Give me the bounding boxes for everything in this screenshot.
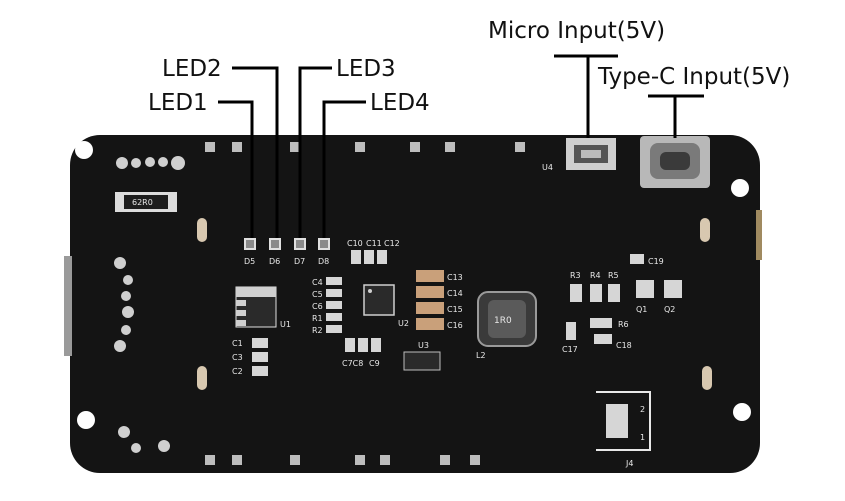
resistor-r6 <box>590 318 612 328</box>
l2-label: L2 <box>476 351 486 360</box>
callout-led4: LED4 <box>370 90 430 116</box>
c17-label: C17 <box>562 345 578 354</box>
c2-label: C2 <box>232 367 243 376</box>
c3-label: C3 <box>232 353 243 362</box>
r2-label: R2 <box>312 326 323 335</box>
c9-label: C9 <box>369 359 380 368</box>
regulator-u1 <box>235 286 277 328</box>
mounting-hole-top-right <box>731 179 749 197</box>
callout-micro-input: Micro Input(5V) <box>488 18 665 44</box>
led-d5 <box>244 238 256 250</box>
c5-label: C5 <box>312 290 323 299</box>
r6-label: R6 <box>618 320 629 329</box>
inductor-l2 <box>477 291 537 347</box>
d7-label: D7 <box>294 257 305 266</box>
q2-label: Q2 <box>664 305 675 314</box>
c19-label: C19 <box>648 257 664 266</box>
edge-pads-bottom <box>205 455 480 465</box>
slot-left <box>197 218 207 242</box>
c11-label: C11 <box>366 239 382 248</box>
j4-pin1-label: 1 <box>640 433 645 442</box>
u2-label: U2 <box>398 319 409 328</box>
leader-led3 <box>298 66 332 238</box>
capacitors-c13-c16 <box>416 270 444 330</box>
u4-label: U4 <box>542 163 553 172</box>
c16-label: C16 <box>447 321 463 330</box>
leader-led2 <box>232 66 279 238</box>
c6-label: C6 <box>312 302 323 311</box>
capacitors-c7-c9 <box>345 338 381 352</box>
callout-led1: LED1 <box>148 90 208 116</box>
d5-label: D5 <box>244 257 255 266</box>
resistor-62r0-label: 62R0 <box>132 198 153 207</box>
q1-label: Q1 <box>636 305 647 314</box>
callout-typec-input: Type-C Input(5V) <box>597 64 790 90</box>
j4-label: J4 <box>625 459 633 468</box>
mounting-hole-bottom-right <box>733 403 751 421</box>
mounting-hole-top-left <box>75 141 93 159</box>
u3-label: U3 <box>418 341 429 350</box>
c13-label: C13 <box>447 273 463 282</box>
c14-label: C14 <box>447 289 463 298</box>
connector-j4 <box>596 391 651 451</box>
pcb-board <box>70 135 760 473</box>
u1-label: U1 <box>280 320 291 329</box>
type-c-connector <box>640 136 710 188</box>
callout-led2: LED2 <box>162 56 222 82</box>
capacitor-c19 <box>630 254 644 264</box>
led-d7 <box>294 238 306 250</box>
edge-pads-top <box>205 142 525 152</box>
via-cluster-left <box>114 156 185 453</box>
c4-label: C4 <box>312 278 323 287</box>
capacitor-c18 <box>594 334 612 344</box>
micro-usb-connector <box>566 138 616 170</box>
capacitors-c10-c12 <box>351 250 387 264</box>
r5-label: R5 <box>608 271 619 280</box>
leader-led4 <box>322 100 366 238</box>
c15-label: C15 <box>447 305 463 314</box>
c10-label: C10 <box>347 239 363 248</box>
leader-lines <box>218 54 704 238</box>
capacitor-c17 <box>566 322 576 340</box>
j4-pin2-label: 2 <box>640 405 645 414</box>
leader-led1 <box>218 100 254 238</box>
c12-label: C12 <box>384 239 400 248</box>
c7c8-label: C7C8 <box>342 359 363 368</box>
c1-label: C1 <box>232 339 243 348</box>
ic-u2 <box>363 284 395 316</box>
ic-u3 <box>403 351 441 371</box>
side-connector-right <box>756 210 762 260</box>
led-d8 <box>318 238 330 250</box>
led-d6 <box>269 238 281 250</box>
side-connector-left <box>64 256 72 356</box>
inductor-value-label: 1R0 <box>494 316 512 326</box>
slot-bottom-left <box>197 366 207 390</box>
r4-label: R4 <box>590 271 601 280</box>
components-c4-r2 <box>326 277 342 333</box>
c18-label: C18 <box>616 341 632 350</box>
capacitors-c1-c3 <box>252 338 268 376</box>
transistors-q1-q2 <box>636 280 682 298</box>
d8-label: D8 <box>318 257 329 266</box>
mounting-hole-bottom-left <box>77 411 95 429</box>
resistors-r3-r5 <box>570 284 620 302</box>
d6-label: D6 <box>269 257 280 266</box>
slot-right <box>700 218 710 242</box>
r1-label: R1 <box>312 314 323 323</box>
r3-label: R3 <box>570 271 581 280</box>
slot-bottom-right <box>702 366 712 390</box>
callout-led3: LED3 <box>336 56 396 82</box>
